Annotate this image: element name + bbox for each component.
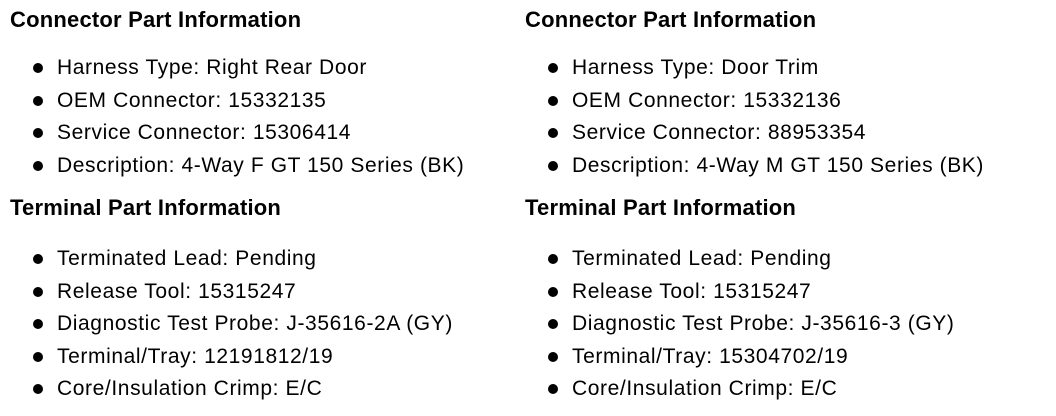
- list-item: Core/Insulation Crimp: E/C: [525, 373, 1056, 406]
- part-info-column-right: Connector Part Information Harness Type:…: [515, 0, 1056, 416]
- bullet-icon: [548, 384, 558, 394]
- list-item: Terminal/Tray: 15304702/19: [525, 341, 1056, 374]
- list-item-label: Diagnostic Test Probe: J-35616-2A (GY): [57, 312, 453, 335]
- connector-section-heading: Connector Part Information: [525, 7, 817, 32]
- bullet-icon: [33, 63, 43, 73]
- list-item-label: Terminated Lead: Pending: [572, 247, 832, 270]
- bullet-icon: [33, 160, 43, 171]
- connector-section-heading: Connector Part Information: [10, 7, 302, 32]
- list-item: Description: 4-Way M GT 150 Series (BK): [525, 150, 1056, 183]
- list-item: Service Connector: 88953354: [525, 117, 1056, 150]
- bullet-icon: [548, 160, 558, 171]
- list-item: Diagnostic Test Probe: J-35616-3 (GY): [525, 308, 1056, 341]
- bullet-icon: [548, 95, 558, 106]
- list-item: Service Connector: 15306414: [10, 117, 515, 150]
- bullet-icon: [33, 384, 43, 394]
- list-item-label: Description: 4-Way F GT 150 Series (BK): [57, 153, 465, 177]
- bullet-icon: [548, 286, 558, 297]
- bullet-icon: [548, 254, 558, 264]
- list-item-label: Core/Insulation Crimp: E/C: [572, 377, 838, 400]
- list-item-label: Diagnostic Test Probe: J-35616-3 (GY): [572, 312, 955, 335]
- terminal-section-heading: Terminal Part Information: [10, 195, 282, 220]
- bullet-icon: [33, 319, 43, 329]
- list-item-label: OEM Connector: 15332136: [572, 88, 842, 112]
- list-item-label: Release Tool: 15315247: [572, 279, 812, 303]
- connector-part-info-section: Connector Part Information Harness Type:…: [10, 8, 515, 182]
- list-item-label: Release Tool: 15315247: [57, 279, 297, 303]
- list-item-label: Service Connector: 88953354: [572, 121, 867, 144]
- terminal-item-list: Terminated Lead: Pending Release Tool: 1…: [525, 243, 1056, 406]
- list-item: OEM Connector: 15332136: [525, 85, 1056, 118]
- list-item: Diagnostic Test Probe: J-35616-2A (GY): [10, 308, 515, 341]
- bullet-icon: [548, 319, 558, 329]
- bullet-icon: [33, 128, 43, 138]
- list-item: Release Tool: 15315247: [10, 276, 515, 309]
- terminal-part-info-section: Terminal Part Information Terminated Lea…: [10, 196, 515, 406]
- bullet-icon: [33, 286, 43, 297]
- connector-item-list: Harness Type: Right Rear Door OEM Connec…: [10, 52, 515, 182]
- list-item-label: Terminated Lead: Pending: [57, 247, 317, 270]
- list-item-label: Description: 4-Way M GT 150 Series (BK): [572, 153, 985, 177]
- connector-part-info-section: Connector Part Information Harness Type:…: [525, 8, 1056, 182]
- connector-item-list: Harness Type: Door Trim OEM Connector: 1…: [525, 52, 1056, 182]
- bullet-icon: [548, 63, 558, 73]
- list-item-label: Core/Insulation Crimp: E/C: [57, 377, 323, 400]
- list-item-label: OEM Connector: 15332135: [57, 88, 327, 112]
- list-item-label: Service Connector: 15306414: [57, 121, 352, 144]
- list-item: Harness Type: Right Rear Door: [10, 52, 515, 85]
- list-item-label: Terminal/Tray: 15304702/19: [572, 344, 849, 368]
- terminal-section-heading: Terminal Part Information: [525, 195, 797, 220]
- list-item: Terminal/Tray: 12191812/19: [10, 341, 515, 374]
- list-item: Core/Insulation Crimp: E/C: [10, 373, 515, 406]
- bullet-icon: [33, 254, 43, 264]
- terminal-item-list: Terminated Lead: Pending Release Tool: 1…: [10, 243, 515, 406]
- list-item-label: Terminal/Tray: 12191812/19: [57, 344, 334, 368]
- bullet-icon: [548, 351, 558, 362]
- bullet-icon: [548, 128, 558, 138]
- list-item: Harness Type: Door Trim: [525, 52, 1056, 85]
- bullet-icon: [33, 95, 43, 106]
- list-item: Terminated Lead: Pending: [10, 243, 515, 276]
- list-item: Terminated Lead: Pending: [525, 243, 1056, 276]
- list-item: OEM Connector: 15332135: [10, 85, 515, 118]
- terminal-part-info-section: Terminal Part Information Terminated Lea…: [525, 196, 1056, 406]
- list-item-label: Harness Type: Door Trim: [572, 56, 819, 79]
- list-item-label: Harness Type: Right Rear Door: [57, 56, 367, 79]
- part-info-column-left: Connector Part Information Harness Type:…: [0, 0, 515, 416]
- list-item: Release Tool: 15315247: [525, 276, 1056, 309]
- list-item: Description: 4-Way F GT 150 Series (BK): [10, 150, 515, 183]
- bullet-icon: [33, 351, 43, 362]
